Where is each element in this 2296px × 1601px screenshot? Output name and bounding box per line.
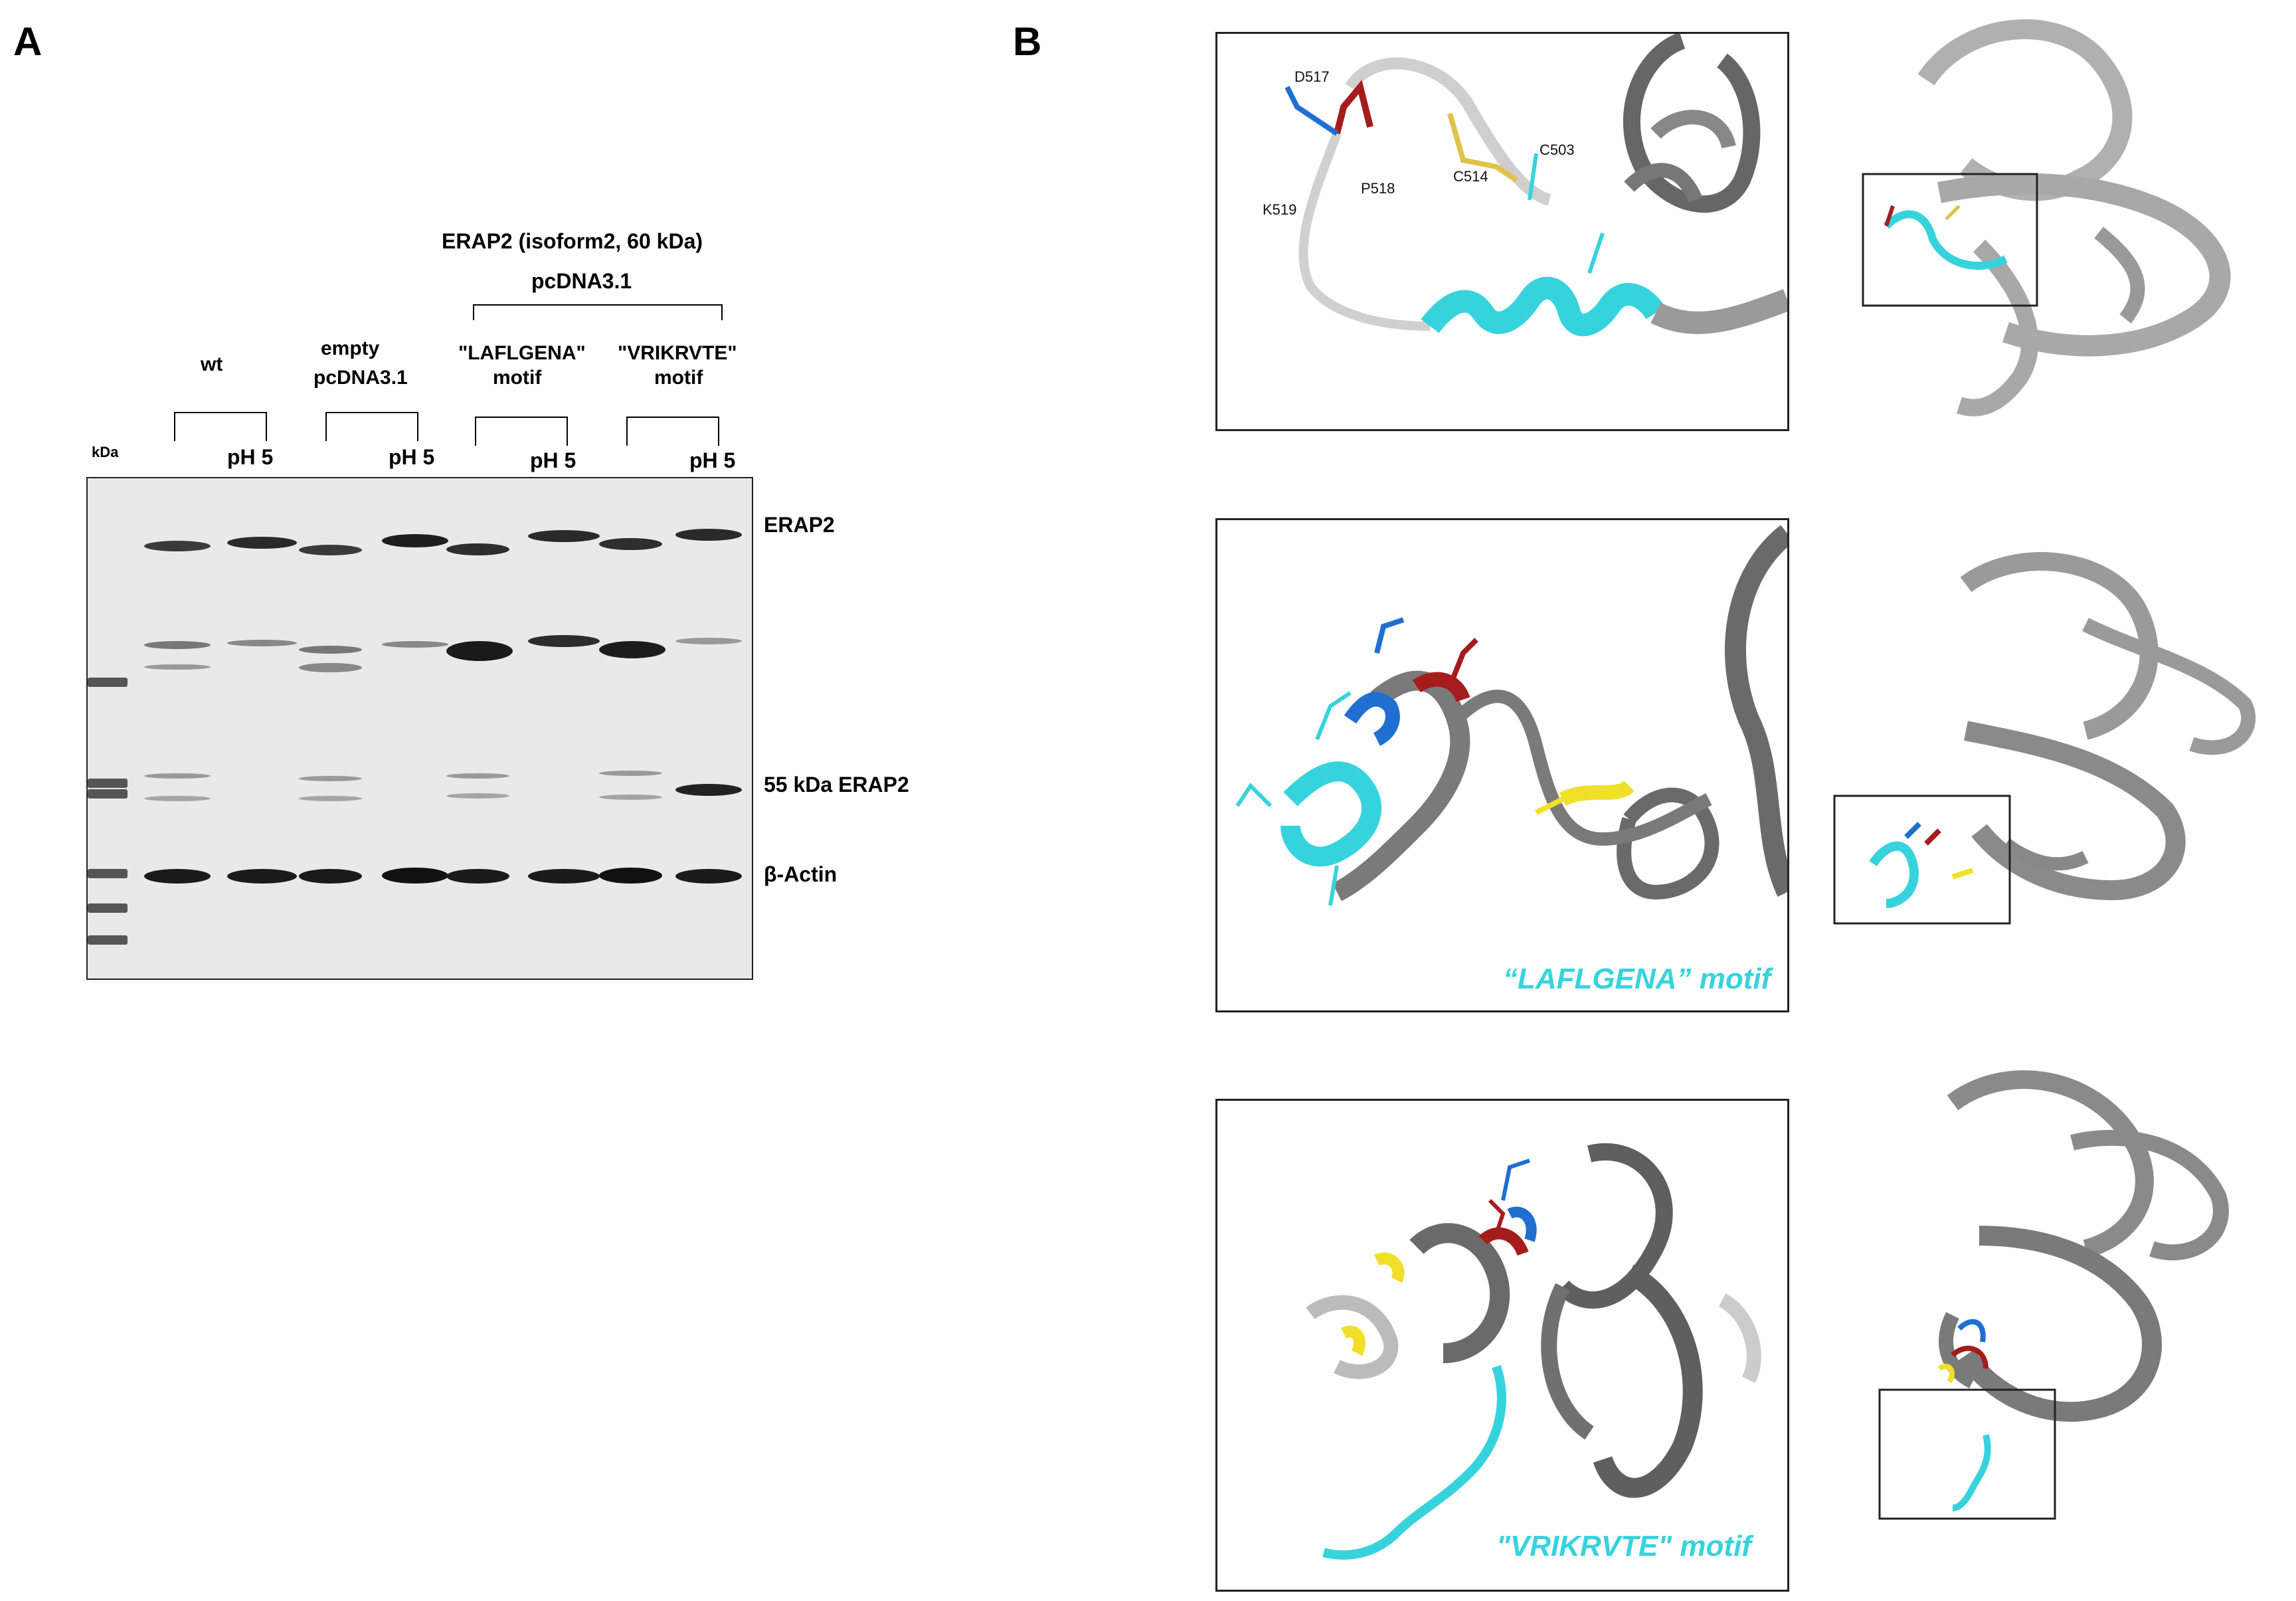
band-actin xyxy=(382,868,448,884)
band-actin xyxy=(446,869,509,884)
band-49 xyxy=(446,773,509,779)
western-blot-image xyxy=(86,477,753,980)
lane-group-vrikrvte-label: "VRIKRVTE" xyxy=(618,342,737,364)
lane-group-empty-label: empty xyxy=(321,337,380,359)
ph-label-empty: pH 5 xyxy=(389,445,435,469)
overview-structure-2 xyxy=(1833,552,2256,925)
band-49b xyxy=(599,795,662,800)
band-62 xyxy=(528,635,600,647)
band-49b xyxy=(299,796,362,801)
structure-box-1: D517 P518 C514 C503 K519 xyxy=(1215,32,1789,431)
label-erap2: ERAP2 xyxy=(764,513,835,537)
band-62 xyxy=(299,646,362,654)
lane-group-empty-label2: pcDNA3.1 xyxy=(313,367,408,389)
panel-a-letter: A xyxy=(13,19,43,64)
ladder-band xyxy=(88,935,128,945)
band-actin xyxy=(675,869,742,884)
band-49b xyxy=(446,793,509,799)
kda-label: kDa xyxy=(92,444,119,460)
lane-bracket-wt xyxy=(174,412,267,441)
group-header-line2: pcDNA3.1 xyxy=(531,269,632,293)
band-62-lower xyxy=(299,663,362,672)
ph-label-laflgena: pH 5 xyxy=(530,448,576,472)
motif-label-vrikrvte: "VRIKRVTE" motif xyxy=(1496,1530,1751,1562)
residue-label-c503: C503 xyxy=(1540,141,1575,158)
label-beta-actin: β-Actin xyxy=(764,862,838,886)
band-actin xyxy=(144,869,211,884)
band-actin xyxy=(299,869,362,884)
band-erap2 xyxy=(599,538,662,550)
band-actin xyxy=(528,869,600,884)
band-erap2 xyxy=(227,537,297,549)
ph-label-wt: pH 5 xyxy=(227,445,274,469)
motif-label-laflgena: “LAFLGENA” motif xyxy=(1503,963,1771,995)
band-actin xyxy=(599,868,662,884)
ladder-band xyxy=(88,903,128,913)
lane-group-laflgena-label: "LAFLGENA" xyxy=(458,342,586,364)
band-erap2 xyxy=(144,541,211,551)
band-49 xyxy=(599,771,662,776)
structure-render-3 xyxy=(1306,1143,1761,1560)
structure-box-2: “LAFLGENA” motif xyxy=(1215,518,1789,1012)
ladder-band xyxy=(88,789,128,799)
band-62-lower xyxy=(144,664,211,670)
lane-group-vrikrvte-label2: motif xyxy=(654,367,703,389)
group-header-bracket xyxy=(473,304,723,320)
residue-label-d517: D517 xyxy=(1294,68,1330,85)
band-erap2 xyxy=(382,534,448,547)
band-62 xyxy=(599,641,665,658)
band-62 xyxy=(675,638,742,644)
residue-label-p518: P518 xyxy=(1361,180,1395,197)
lane-group-laflgena-label2: motif xyxy=(493,367,542,389)
structure-box-3: "VRIKRVTE" motif xyxy=(1215,1099,1789,1592)
ladder-band xyxy=(88,869,128,878)
lane-bracket-laflgena xyxy=(475,417,568,446)
band-erap2 xyxy=(299,545,362,555)
band-49b xyxy=(144,796,211,801)
band-55kda-erap2 xyxy=(675,784,742,796)
ph-label-vrikrvte: pH 5 xyxy=(689,448,736,472)
band-62 xyxy=(227,640,297,646)
lane-bracket-empty xyxy=(325,412,418,441)
band-erap2 xyxy=(528,530,600,542)
band-62 xyxy=(382,641,448,648)
band-erap2 xyxy=(675,529,742,541)
label-55kda-erap2: 55 kDa ERAP2 xyxy=(764,773,909,797)
panel-b-letter: B xyxy=(1013,19,1042,64)
structure-render-1: D517 P518 C514 C503 K519 xyxy=(1263,34,1787,337)
band-actin xyxy=(227,869,297,884)
ladder-band xyxy=(88,678,128,687)
band-49 xyxy=(144,773,211,779)
residue-label-c514: C514 xyxy=(1453,168,1488,185)
overview-structure-1 xyxy=(1862,19,2231,417)
lane-bracket-vrikrvte xyxy=(626,417,719,446)
residue-label-k519: K519 xyxy=(1263,201,1296,218)
band-49 xyxy=(299,776,362,781)
structure-render-2 xyxy=(1235,525,1787,906)
band-erap2 xyxy=(446,543,509,555)
band-62 xyxy=(446,641,513,661)
band-62 xyxy=(144,641,211,649)
lane-group-wt-label: wt xyxy=(201,353,223,375)
overview-structure-3 xyxy=(1878,1070,2229,1520)
group-header-line1: ERAP2 (isoform2, 60 kDa) xyxy=(442,229,703,253)
ladder-band xyxy=(88,779,128,788)
